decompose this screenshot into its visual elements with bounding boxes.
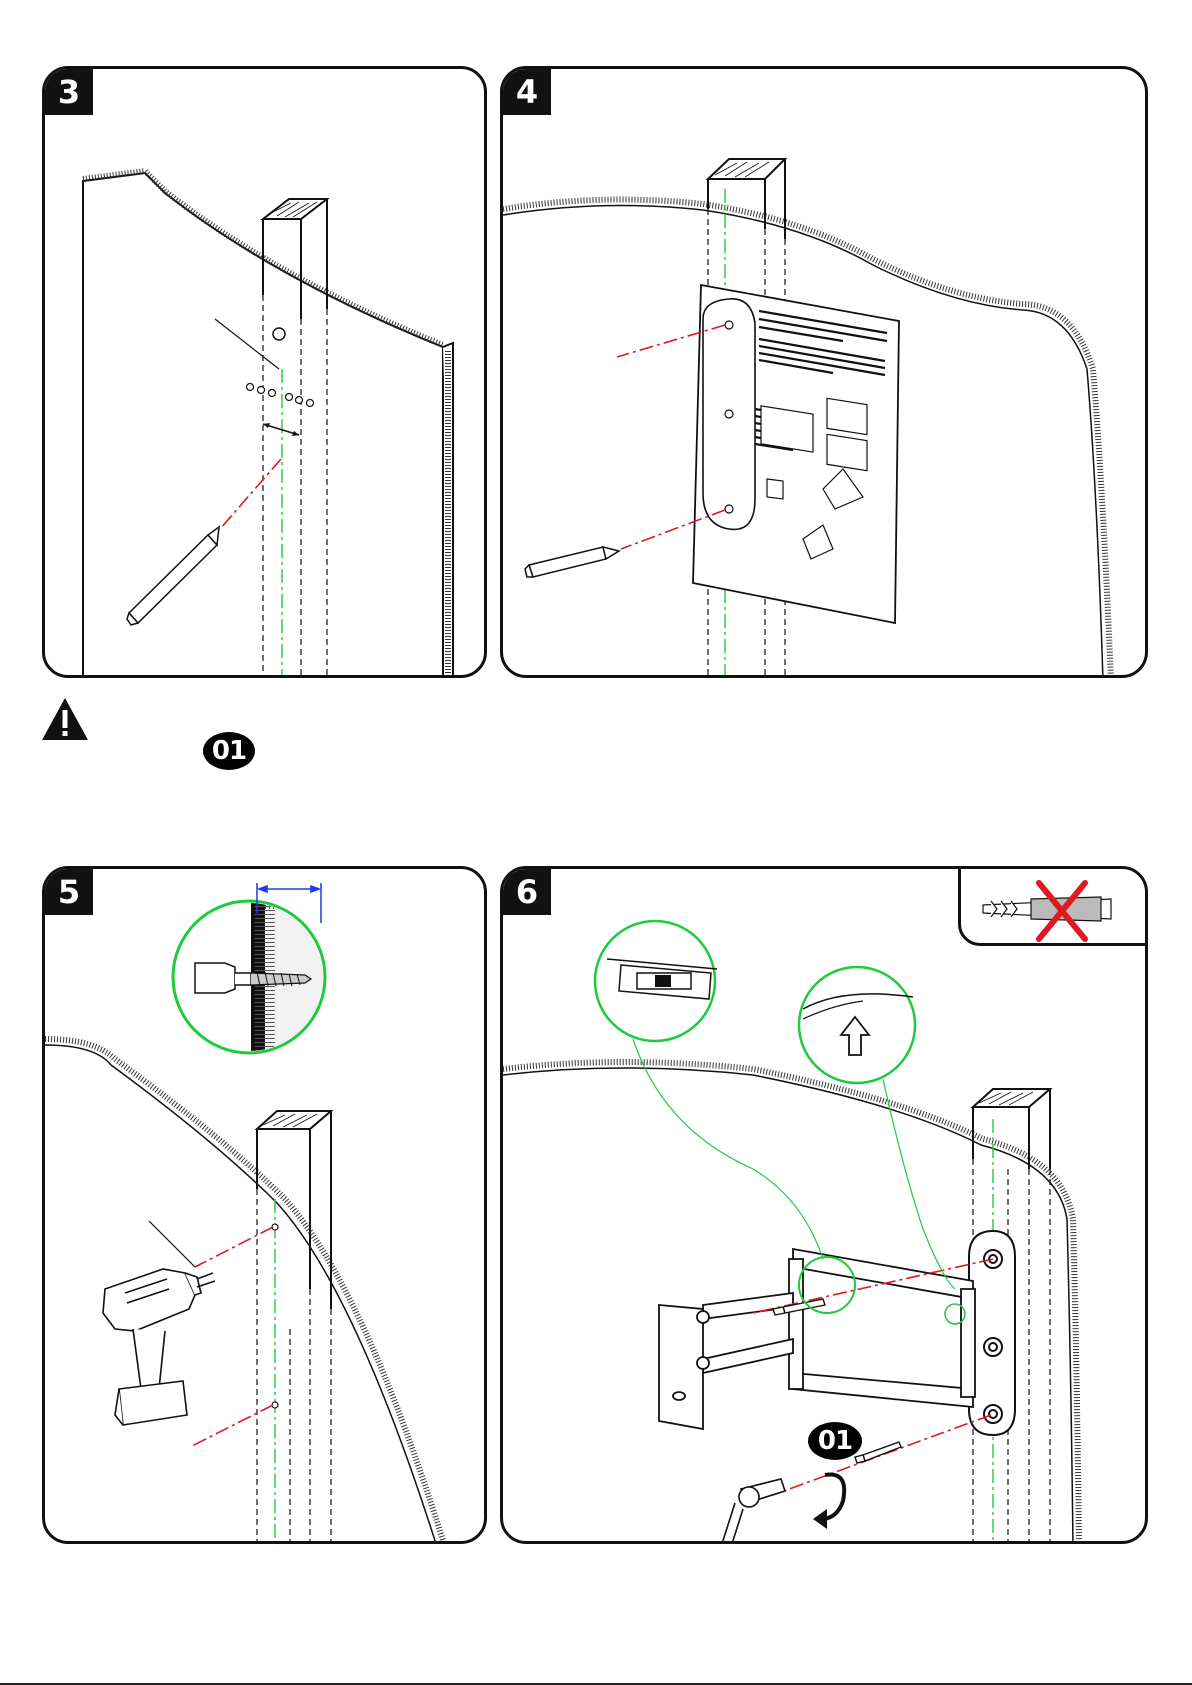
no-wall-anchor-box: [958, 866, 1148, 946]
step-5-badge: 5: [45, 869, 93, 915]
test-hole: [273, 328, 285, 340]
step-6-badge: 6: [503, 869, 551, 915]
panel-step-6: 6: [500, 866, 1148, 1544]
detail-zoom-screw-depth: [173, 899, 335, 1059]
panel-step-4: 4: [500, 66, 1148, 678]
pencil-icon: [525, 547, 619, 577]
no-wall-anchor-icon: [961, 869, 1148, 949]
step-3-illustration: [45, 69, 487, 678]
lag-screw: [855, 1442, 901, 1463]
step-5-illustration: [45, 869, 487, 1544]
screwdriver-icon: [721, 1479, 785, 1544]
step-3-badge: 3: [45, 69, 93, 115]
level-detail-zoom: [595, 921, 717, 1041]
drill-icon: [103, 1269, 215, 1425]
panel-step-5: 5: [42, 866, 487, 1544]
warning-triangle-icon: [40, 696, 90, 742]
panel-step-3: 3: [42, 66, 487, 678]
part-01-badge-step-6: 01: [808, 1422, 862, 1460]
swing-arm: [659, 1249, 975, 1429]
up-arrow-detail-zoom: [799, 967, 915, 1083]
part-01-badge-caution: 01: [203, 732, 255, 770]
step-4-badge: 4: [503, 69, 551, 115]
step-4-illustration: [503, 69, 1148, 678]
mounting-template: [693, 285, 899, 623]
wall-plate: [969, 1231, 1015, 1435]
